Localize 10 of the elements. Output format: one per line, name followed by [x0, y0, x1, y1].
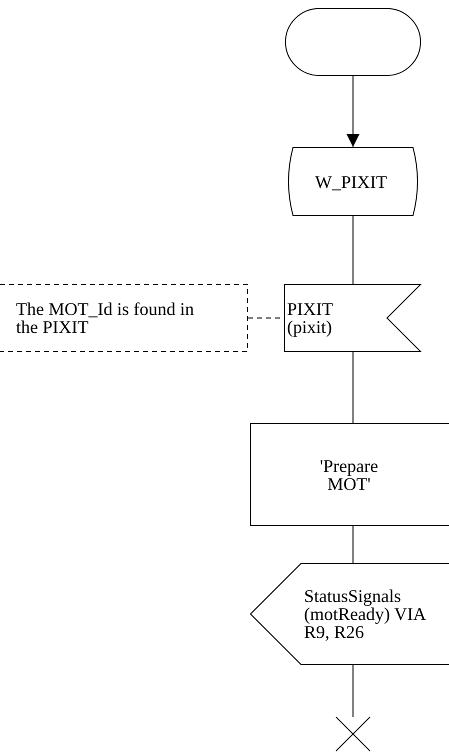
- node-label: The MOT_Id is found in the PIXIT: [16, 300, 195, 336]
- node-label: PIXIT (pixit): [287, 300, 334, 336]
- node-label: StatusSignals (motReady) VIA R9, R26: [304, 587, 427, 641]
- node-label: 'Prepare MOT': [318, 456, 380, 492]
- flow-line: [352, 664, 354, 718]
- node-label: W_PIXIT: [315, 172, 387, 190]
- arrow: [346, 76, 360, 148]
- flow-line: [352, 216, 354, 284]
- flow-line: [352, 526, 354, 564]
- flow-line: [352, 352, 354, 424]
